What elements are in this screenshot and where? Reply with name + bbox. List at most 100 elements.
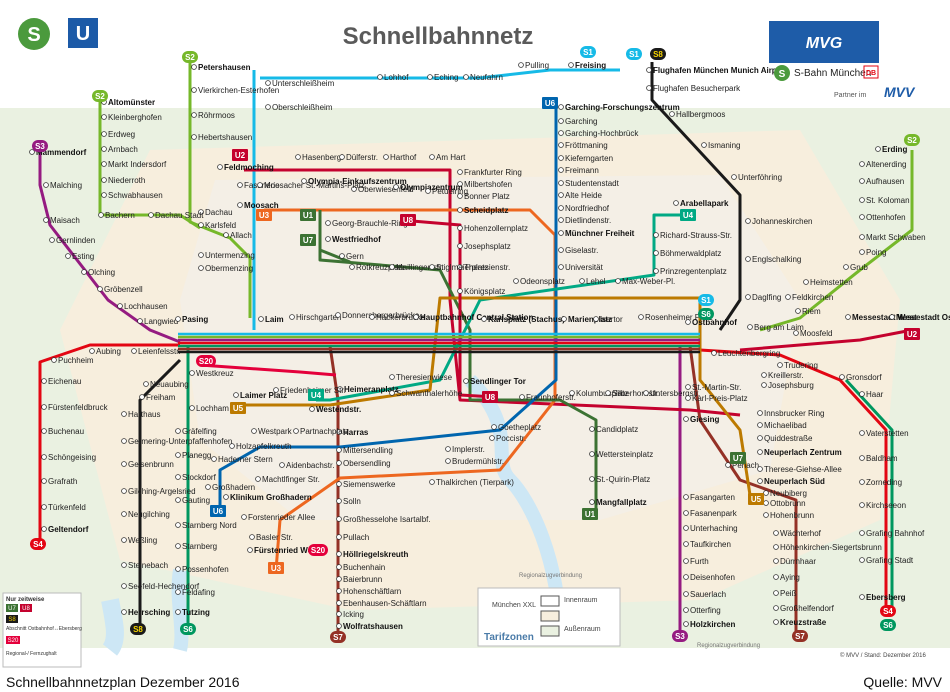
station-65[interactable]: Karlsplatz (Stachus) (481, 315, 566, 324)
station-19[interactable]: Malching (43, 181, 82, 190)
station-159[interactable]: Pullach (336, 533, 370, 542)
station-192[interactable]: Perlach (725, 461, 760, 470)
station-20[interactable]: Maisach (43, 216, 80, 225)
station-222[interactable]: Erding (875, 145, 908, 154)
station-203[interactable]: Großhelfendorf (773, 604, 835, 613)
station-59[interactable]: Tutzing (175, 608, 210, 617)
station-158[interactable]: Großhesselohe Isartalbf. (336, 515, 431, 524)
station-139[interactable]: Poccistr. (489, 434, 527, 443)
station-176[interactable]: Basler Str. (249, 533, 293, 542)
station-198[interactable]: Wächterhof (773, 529, 822, 538)
station-204[interactable]: Kreuzstraße (773, 618, 827, 627)
station-214[interactable]: Haar (859, 390, 884, 399)
station-37[interactable]: Leienfelsstr. (131, 347, 181, 356)
station-22[interactable]: Esting (65, 252, 95, 261)
station-143[interactable]: Fraunhoferstr. (519, 393, 576, 402)
station-96[interactable]: Nordfriedhof (558, 204, 610, 213)
station-165[interactable]: Icking (336, 610, 364, 619)
station-160[interactable]: Höllriegelskreuth (336, 550, 409, 559)
station-56[interactable]: Starnberg (175, 542, 218, 551)
station-127[interactable]: Arabellapark (673, 199, 729, 208)
station-24[interactable]: Gröbenzell (97, 285, 143, 294)
station-90[interactable]: Garching-Hochbrück (558, 129, 640, 138)
station-186[interactable]: Otterfing (683, 606, 721, 615)
station-77[interactable]: Neufahrn (463, 73, 503, 82)
station-79[interactable]: Freising (568, 61, 607, 70)
station-213[interactable]: Gronsdorf (839, 373, 883, 382)
station-122[interactable]: Maillinger-str. (389, 263, 444, 272)
station-33[interactable]: Grafrath (41, 477, 78, 486)
station-60[interactable]: Laim (258, 315, 284, 324)
station-199[interactable]: Höhenkirchen-Siegertsbrunn (773, 543, 882, 552)
station-147[interactable]: St.-Martin-Str. (685, 383, 742, 392)
station-17[interactable]: Dachau Stadt (148, 211, 205, 220)
station-123[interactable]: Stiglmaierplatz (429, 263, 489, 272)
station-45[interactable]: Weßling (121, 536, 158, 545)
station-53[interactable]: Stockdorf (175, 473, 217, 482)
station-101[interactable]: Hasenbergl (295, 153, 344, 162)
station-67[interactable]: Isartor (593, 315, 623, 324)
station-118[interactable]: Georg-Brauchle-Ring (325, 219, 408, 228)
station-42[interactable]: Geisenbrunn (121, 460, 174, 469)
station-35[interactable]: Geltendorf (41, 525, 89, 534)
station-36[interactable]: Aubing (89, 347, 121, 356)
station-15[interactable]: Schwabhausen (101, 191, 163, 200)
station-121[interactable]: Rotkreuzplatz (349, 263, 405, 272)
station-8[interactable]: Obermenzing (198, 264, 253, 273)
station-47[interactable]: Seefeld-Hechendorf (121, 582, 200, 591)
station-206[interactable]: Berg am Laim (747, 323, 805, 332)
station-28[interactable]: Puchheim (51, 356, 94, 365)
station-43[interactable]: Gilching-Argelsried (121, 487, 196, 496)
station-63[interactable]: Hackerbrücke (369, 313, 426, 322)
station-168[interactable]: Partnachplatz (293, 427, 349, 436)
station-108[interactable]: Scheidplatz (457, 206, 509, 215)
station-218[interactable]: Kirchseeon (859, 501, 906, 510)
station-131[interactable]: Heimeranplatz (337, 385, 399, 394)
station-231[interactable]: Feldkirchen (785, 293, 834, 302)
station-31[interactable]: Buchenau (41, 427, 84, 436)
station-116[interactable]: Petuelring (425, 187, 468, 196)
station-191[interactable]: Neuperlach Zentrum (757, 448, 842, 457)
station-68[interactable]: Rosenheimer Platz (638, 313, 713, 322)
station-1[interactable]: Vierkirchen-Esterhofen (191, 86, 280, 95)
station-29[interactable]: Eichenau (41, 377, 82, 386)
station-221[interactable]: Ebersberg (859, 593, 906, 602)
station-182[interactable]: Taufkirchen (683, 540, 731, 549)
station-38[interactable]: Neuaubing (143, 380, 189, 389)
station-111[interactable]: Theresienstr. (457, 263, 511, 272)
station-140[interactable]: Implerstr. (445, 445, 485, 454)
station-197[interactable]: Hohenbrunn (763, 511, 814, 520)
station-13[interactable]: Markt Indersdorf (101, 160, 167, 169)
station-226[interactable]: Ottenhofen (859, 213, 906, 222)
station-129[interactable]: Böhmerwaldplatz (653, 249, 722, 258)
station-117[interactable]: Moosacher St.-Martins-Platz (257, 181, 365, 190)
station-200[interactable]: Dürrnhaar (773, 557, 817, 566)
station-95[interactable]: Alte Heide (558, 191, 603, 200)
station-227[interactable]: Markt Schwaben (859, 233, 926, 242)
station-151[interactable]: St.-Quirin-Platz (589, 475, 651, 484)
station-184[interactable]: Deisenhofen (683, 573, 735, 582)
station-114[interactable]: Oberwiesenfeld (351, 185, 414, 194)
station-0[interactable]: Petershausen (191, 63, 251, 72)
station-7[interactable]: Untermenzing (198, 251, 255, 260)
station-39[interactable]: Freiham (139, 393, 176, 402)
station-89[interactable]: Garching (558, 117, 598, 126)
station-228[interactable]: Poing (859, 248, 887, 257)
station-74[interactable]: Moosach (237, 201, 279, 210)
station-219[interactable]: Grafing Bahnhof (859, 529, 925, 538)
station-229[interactable]: Grub (843, 263, 869, 272)
station-210[interactable]: Moosfeld (793, 329, 833, 338)
station-163[interactable]: Hohenschäftlarn (336, 587, 402, 596)
station-223[interactable]: Altenerding (859, 160, 907, 169)
station-194[interactable]: Neuperlach Süd (757, 477, 825, 486)
station-196[interactable]: Ottobrunn (763, 499, 806, 508)
station-153[interactable]: Harras (336, 428, 369, 437)
station-23[interactable]: Olching (81, 268, 116, 277)
station-85[interactable]: Johanneskirchen (745, 217, 813, 226)
station-12[interactable]: Arnbach (101, 145, 138, 154)
station-178[interactable]: Giesing (683, 415, 720, 424)
station-87[interactable]: Daglfing (745, 293, 782, 302)
station-97[interactable]: Dietlindenstr. (558, 216, 612, 225)
station-2[interactable]: Röhrmoos (191, 111, 235, 120)
station-169[interactable]: Holzapfelkreuth (229, 442, 292, 451)
